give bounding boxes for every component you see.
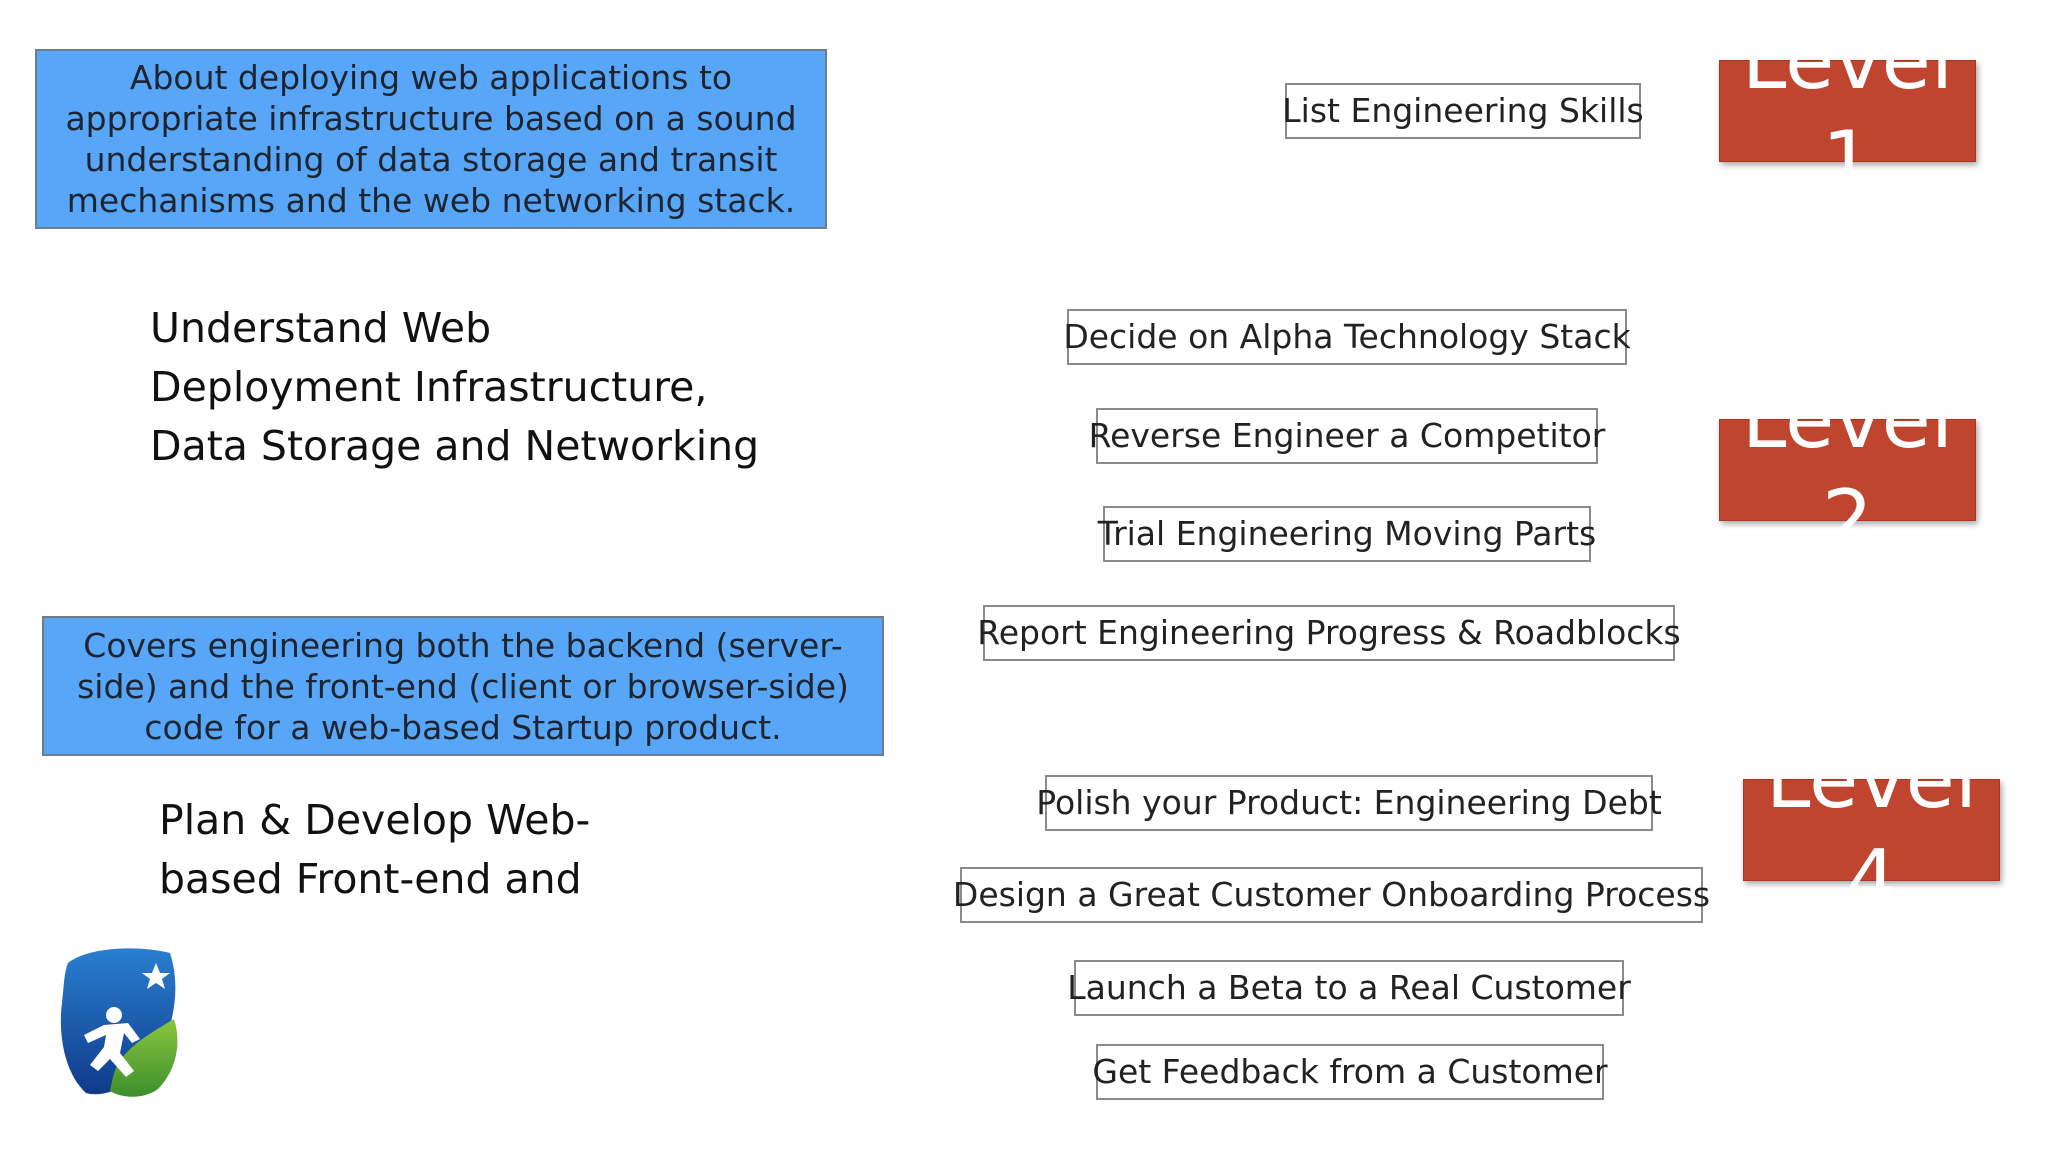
step-polish-product[interactable]: Polish your Product: Engineering Debt (1036, 775, 1662, 831)
step-report-progress[interactable]: Report Engineering Progress & Roadblocks (977, 605, 1681, 661)
description-box-frontend-backend: Covers engineering both the backend (ser… (42, 616, 884, 756)
step-design-onboarding[interactable]: Design a Great Customer Onboarding Proce… (953, 867, 1710, 923)
level-label: Level 2 (1741, 373, 1954, 566)
heading-line: Understand Web (150, 304, 492, 352)
heading-deployment: Understand Web Deployment Infrastructure… (150, 299, 759, 476)
step-label: Decide on Alpha Technology Stack (1063, 317, 1631, 356)
level-label: Level 1 (1741, 14, 1954, 207)
climber-logo-icon (58, 943, 188, 1103)
step-launch-beta[interactable]: Launch a Beta to a Real Customer (1067, 960, 1631, 1016)
step-label: Polish your Product: Engineering Debt (1036, 783, 1662, 822)
level-2-badge: Level 2 (1719, 373, 1976, 566)
step-label: List Engineering Skills (1282, 91, 1644, 130)
description-box-deployment: About deploying web applications to appr… (35, 49, 827, 229)
heading-line: Deployment Infrastructure, (150, 363, 708, 411)
step-get-feedback[interactable]: Get Feedback from a Customer (1092, 1044, 1608, 1100)
step-label: Reverse Engineer a Competitor (1088, 416, 1606, 455)
description-text: About deploying web applications to appr… (65, 58, 797, 220)
step-label: Design a Great Customer Onboarding Proce… (952, 875, 1711, 914)
step-reverse-engineer-competitor[interactable]: Reverse Engineer a Competitor (1089, 408, 1605, 464)
heading-line: Plan & Develop Web- (159, 796, 591, 844)
step-label: Launch a Beta to a Real Customer (1067, 968, 1631, 1007)
description-text: Covers engineering both the backend (ser… (77, 625, 849, 747)
heading-line: Data Storage and Networking (150, 422, 760, 470)
step-list-engineering-skills[interactable]: List Engineering Skills (1282, 83, 1644, 139)
step-label: Trial Engineering Moving Parts (1097, 514, 1597, 553)
level-4-badge: Level 4 (1743, 733, 2000, 926)
heading-plan-develop: Plan & Develop Web- based Front-end and (159, 791, 590, 909)
step-label: Get Feedback from a Customer (1092, 1052, 1608, 1091)
step-trial-moving-parts[interactable]: Trial Engineering Moving Parts (1098, 506, 1596, 562)
level-label: Level 4 (1765, 733, 1978, 926)
step-decide-alpha-stack[interactable]: Decide on Alpha Technology Stack (1063, 309, 1631, 365)
step-label: Report Engineering Progress & Roadblocks (977, 613, 1681, 652)
level-1-badge: Level 1 (1719, 14, 1976, 207)
heading-line: based Front-end and (159, 855, 582, 903)
